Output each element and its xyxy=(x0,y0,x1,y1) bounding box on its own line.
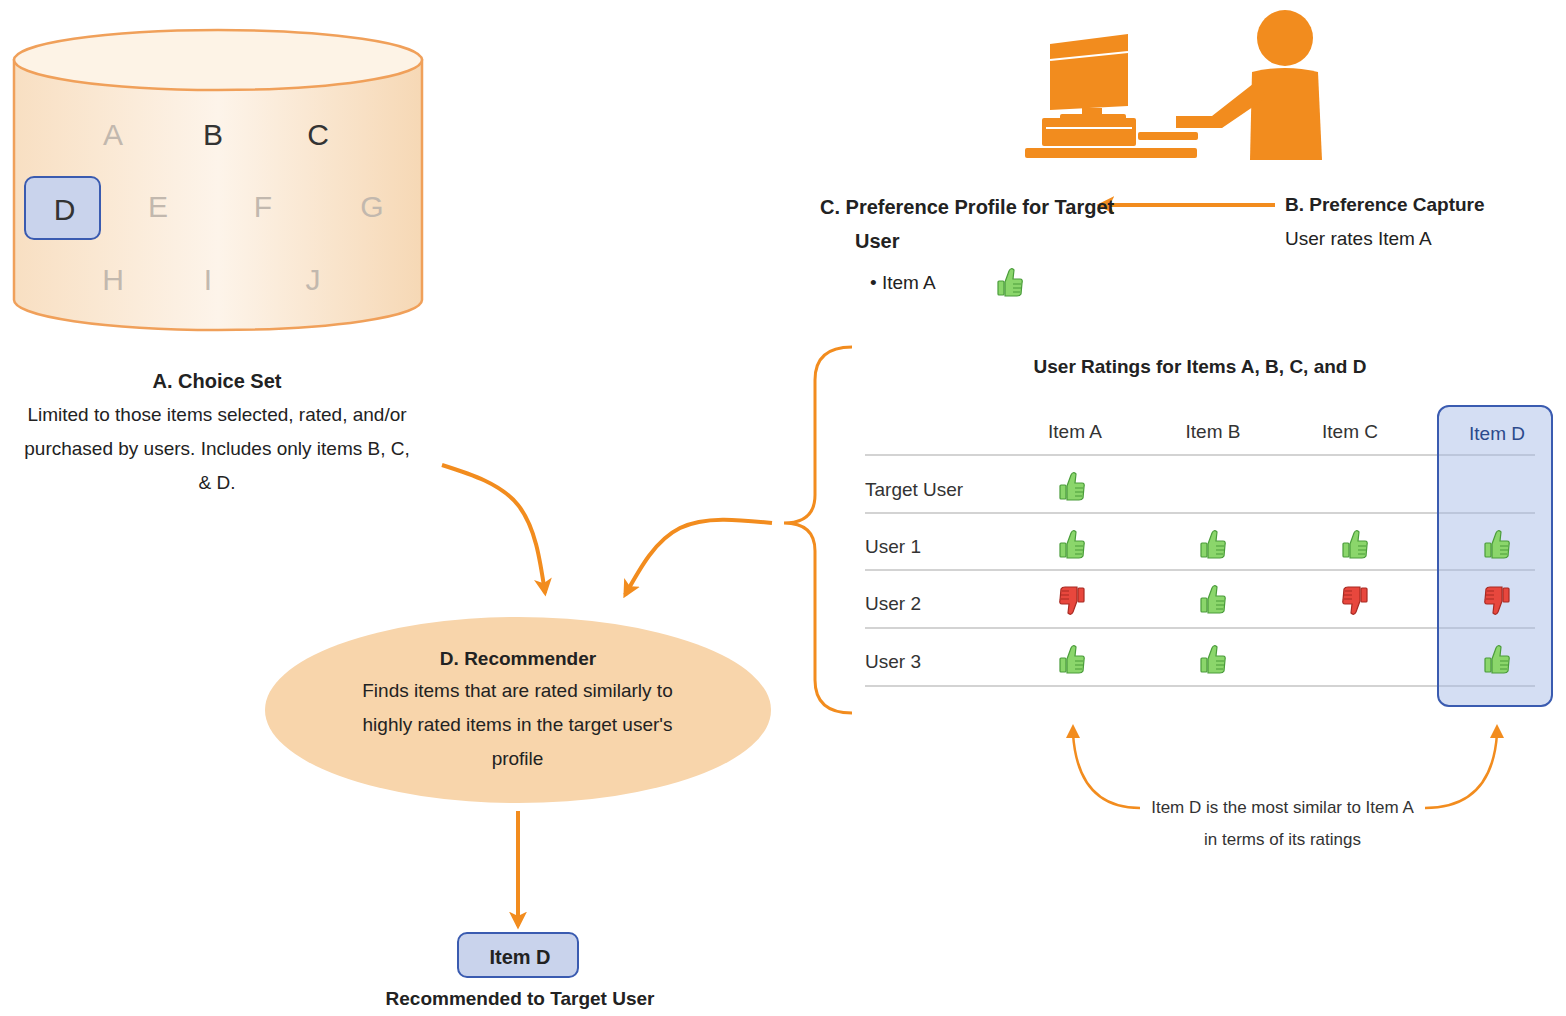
thumbs-up-icon xyxy=(1201,586,1225,613)
node-text: User 3 xyxy=(865,650,1025,674)
node-text: C xyxy=(293,117,343,153)
thumbs-up-icon xyxy=(1201,646,1225,673)
node-heading: User Ratings for Items A, B, C, and D xyxy=(960,352,1440,382)
thumbs-up-icon xyxy=(1201,531,1225,558)
bracket xyxy=(784,347,852,713)
thumbs-up-icon xyxy=(998,269,1022,296)
thumbs-down-icon xyxy=(1060,587,1084,614)
flow-arrow xyxy=(442,465,545,593)
table-rule xyxy=(865,685,1535,687)
node-text: E xyxy=(133,189,183,225)
choice-set-cylinder: D A B C E F G H I J A. Choice SetLimited to those … xyxy=(12,28,424,508)
thumbs-up-icon xyxy=(1060,646,1084,673)
thumbs-up-icon xyxy=(1485,646,1509,673)
node-heading: C. Preference Profile for Target User xyxy=(820,190,1125,258)
node-heading: D. Recommender xyxy=(313,644,723,674)
node-heading: B. Preference Capture xyxy=(1285,190,1561,220)
table-rule xyxy=(865,627,1535,629)
annotation-note: Item D is the most similar to Item A in … xyxy=(1150,792,1415,856)
recommended-item: Item DRecommended to Target User xyxy=(457,932,579,978)
preference-capture: B. Preference CaptureUser rates Item A xyxy=(1285,190,1561,256)
node-text: F xyxy=(238,189,288,225)
node-text: User 1 xyxy=(865,535,1025,559)
node-text: Item A xyxy=(1025,420,1125,444)
thumbs-up-icon xyxy=(1343,531,1367,558)
node-text: B xyxy=(188,117,238,153)
node-text: Limited to those items selected, rated, … xyxy=(22,398,412,500)
node-text: Finds items that are rated similarly to … xyxy=(345,674,690,776)
node-text: User rates Item A xyxy=(1285,222,1561,256)
node-heading: D xyxy=(26,192,103,228)
node-text: I xyxy=(183,262,233,298)
node-text: Item B xyxy=(1163,420,1263,444)
node-text: A. Choice Set xyxy=(17,364,417,398)
ratings-table: Item D User Ratings for Items A, B, C, an… xyxy=(780,345,1562,715)
node-text: • Item A xyxy=(870,266,1020,300)
thumbs-down-icon xyxy=(1343,587,1367,614)
node-text: H xyxy=(88,262,138,298)
thumbs-up-icon xyxy=(1060,473,1084,500)
table-rule xyxy=(865,454,1535,456)
thumbs-up-icon xyxy=(1060,531,1084,558)
table-rule xyxy=(865,512,1535,514)
leader-arrowhead xyxy=(1066,724,1504,738)
recommender-ellipse: D. RecommenderFinds items that are rated… xyxy=(263,615,773,805)
item-d-column: Item D xyxy=(1437,405,1553,707)
node-text: Target User xyxy=(865,478,1025,502)
choice-set-cylinder-outline xyxy=(12,28,424,508)
flow-arrow xyxy=(1100,203,1275,207)
highlighted-item: D xyxy=(24,176,101,240)
thumbs-down-icon xyxy=(1485,587,1509,614)
node-text: User 2 xyxy=(865,592,1025,616)
flow-arrow xyxy=(516,811,520,926)
thumbs-up-icon xyxy=(1485,531,1509,558)
preference-profile: C. Preference Profile for Target User• I… xyxy=(820,190,1090,302)
node-text: Item C xyxy=(1300,420,1400,444)
node-text: Recommended to Target User xyxy=(340,984,700,1014)
node-heading: Item D xyxy=(1439,422,1555,446)
leader-line xyxy=(1073,734,1497,808)
recommender-ellipse-outline xyxy=(263,615,773,805)
table-rule xyxy=(865,569,1535,571)
node-text: J xyxy=(288,262,338,298)
node-text: G xyxy=(347,189,397,225)
flow-arrow xyxy=(625,520,772,595)
node-heading: A xyxy=(88,117,138,153)
node-heading: Item D xyxy=(459,940,581,974)
